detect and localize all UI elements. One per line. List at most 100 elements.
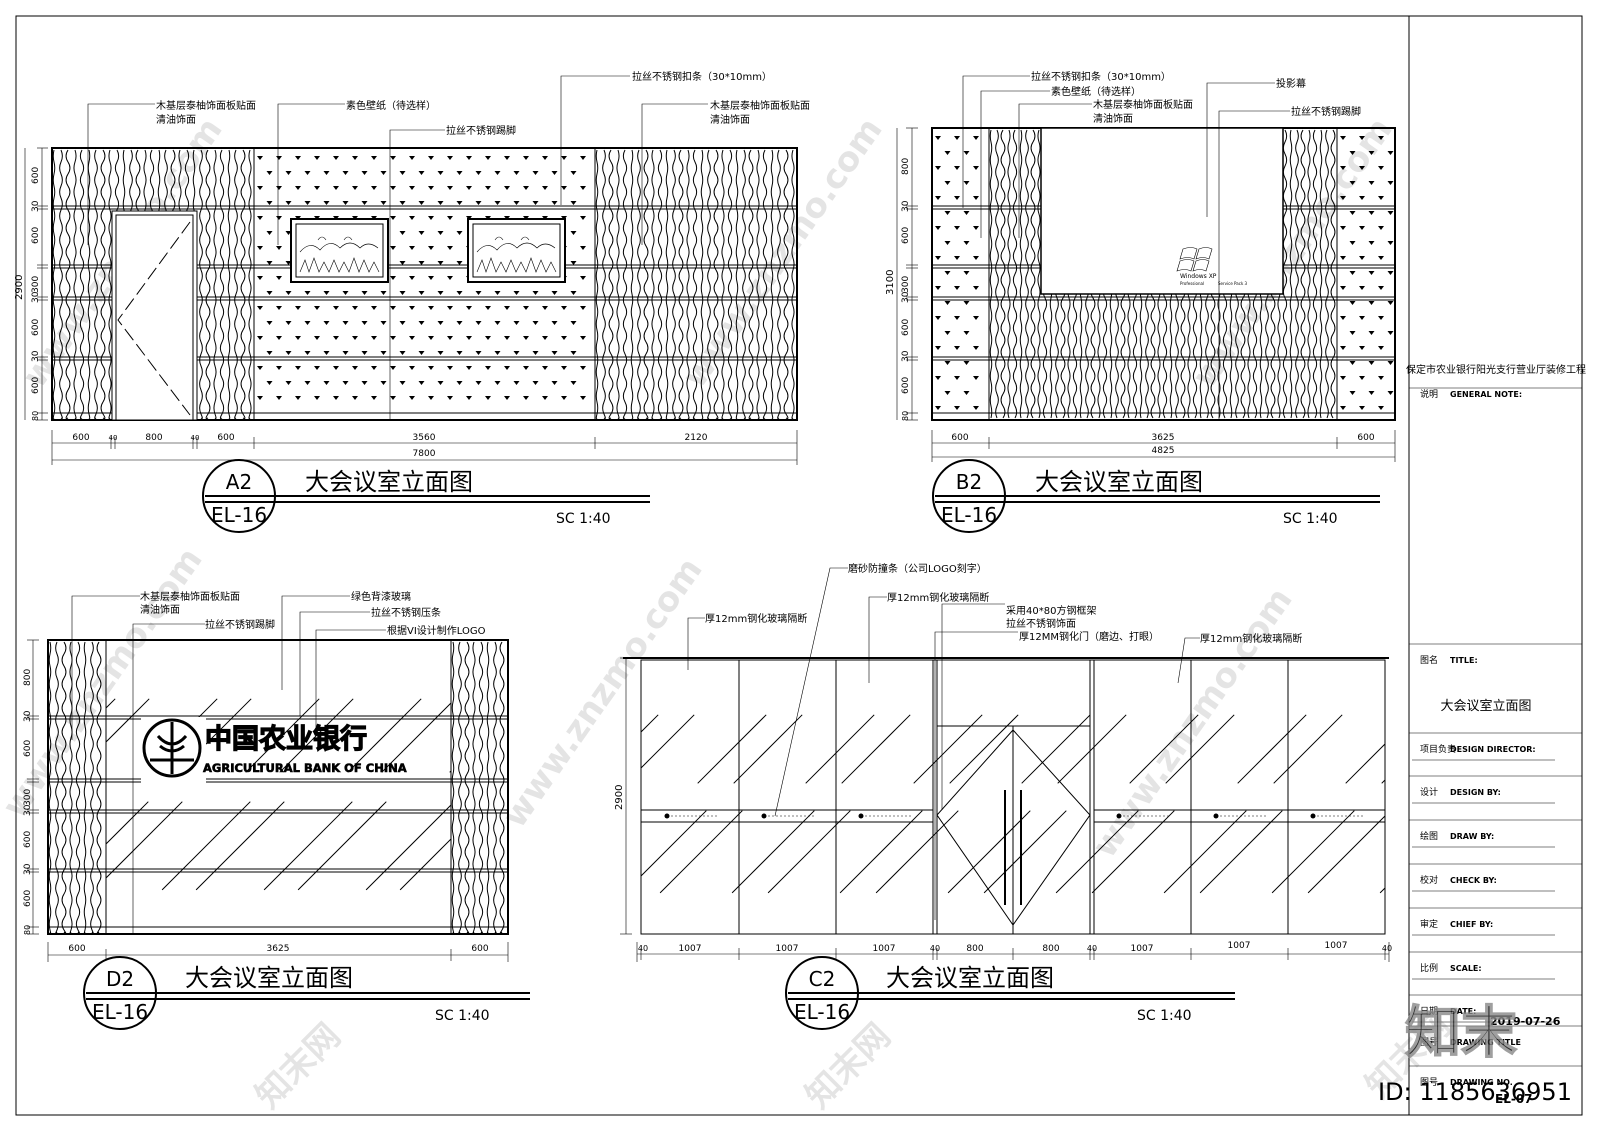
a2-dim-side: 600 — [31, 377, 41, 394]
wallpaper-dot — [1387, 331, 1394, 335]
d2-tag-bottom: EL-16 — [92, 1000, 148, 1024]
wallpaper-dot — [333, 336, 339, 340]
wallpaper-dot — [266, 231, 273, 235]
wood-grain-stroke — [735, 149, 739, 419]
wallpaper-dot — [342, 201, 349, 205]
wallpaper-dot — [580, 336, 586, 340]
wallpaper-dot — [504, 156, 510, 160]
wallpaper-dot — [954, 346, 960, 350]
wallpaper-dot — [1378, 346, 1384, 350]
wallpaper-dot — [954, 136, 960, 140]
wallpaper-dot — [485, 396, 491, 400]
wallpaper-dot — [352, 186, 358, 190]
glass-hatch-stroke — [1345, 743, 1386, 784]
wood-grain-stroke — [90, 641, 94, 935]
wallpaper-dot — [276, 156, 282, 160]
d2-leaders — [71, 595, 386, 934]
wallpaper-dot — [390, 186, 396, 190]
wallpaper-dot — [257, 306, 263, 310]
d2-dim-side: 30 — [23, 804, 33, 816]
c2-dim-bottom: 800 — [966, 944, 983, 954]
wood-grain-stroke — [727, 149, 733, 419]
wallpaper-dot — [276, 216, 282, 220]
wallpaper-dot — [352, 336, 358, 340]
wallpaper-dot — [361, 291, 368, 295]
wallpaper-dot — [257, 336, 263, 340]
c2-dim-bottom: 40 — [638, 944, 648, 953]
wood-grain-stroke — [989, 129, 993, 419]
a2-picture-left — [290, 218, 389, 283]
wallpaper-dot — [295, 396, 301, 400]
wallpaper-dot — [1378, 316, 1384, 320]
c2-dim-bottom: 800 — [1042, 944, 1059, 954]
wood-grain-stroke — [83, 641, 87, 935]
wood-grain-stroke — [52, 149, 56, 419]
b2-dim-side: 600 — [901, 227, 911, 244]
b2-dim-side: 30 — [901, 200, 911, 212]
wallpaper-dot — [523, 336, 529, 340]
wallpaper-dot — [551, 321, 558, 325]
a2-dim-side: 30 — [31, 350, 41, 362]
wallpaper-dot — [475, 201, 482, 205]
wood-grain-stroke — [75, 641, 81, 935]
wallpaper-dot — [494, 201, 501, 205]
wood-grain-stroke — [48, 641, 52, 935]
wood-grain-stroke — [1330, 129, 1336, 419]
b2-dim-side: 30 — [901, 350, 911, 362]
wallpaper-dot — [1378, 166, 1384, 170]
wallpaper-dot — [437, 201, 444, 205]
wallpaper-dot — [1340, 346, 1346, 350]
wallpaper-dot — [1368, 361, 1375, 365]
wallpaper-dot — [1387, 361, 1394, 365]
b2-screen-sp: Service Pack 3 — [1218, 281, 1248, 286]
wallpaper-dot — [532, 321, 539, 325]
b2-leaders — [962, 75, 1290, 420]
wallpaper-dot — [973, 346, 979, 350]
wallpaper-dot — [944, 241, 951, 245]
wallpaper-dot — [399, 261, 406, 265]
wood-grain-stroke — [234, 149, 238, 419]
glass-hatch-stroke — [640, 714, 659, 733]
wallpaper-dot — [418, 321, 425, 325]
wallpaper-dot — [437, 291, 444, 295]
wallpaper-dot — [1340, 256, 1346, 260]
wallpaper-dot — [513, 201, 520, 205]
wallpaper-dot — [399, 381, 406, 385]
wallpaper-dot — [409, 336, 415, 340]
wallpaper-dot — [973, 376, 979, 380]
d2-label-green-glass: 绿色背漆玻璃 — [351, 590, 411, 603]
wallpaper-dot — [973, 166, 979, 170]
wallpaper-dot — [456, 321, 463, 325]
wallpaper-dot — [1340, 196, 1346, 200]
wallpaper-dot — [494, 351, 501, 355]
wallpaper-dot — [437, 381, 444, 385]
c2-view-tag: C2 EL-16 大会议室立面图 SC 1:40 — [785, 956, 1235, 1030]
wallpaper-dot — [333, 306, 339, 310]
wallpaper-dot — [954, 166, 960, 170]
wood-grain-stroke — [73, 149, 77, 419]
wallpaper-dot — [485, 156, 491, 160]
wallpaper-dot — [428, 216, 434, 220]
wallpaper-dot — [1368, 181, 1375, 185]
wallpaper-dot — [1359, 196, 1365, 200]
wallpaper-dot — [523, 186, 529, 190]
wallpaper-dot — [323, 321, 330, 325]
glass-hatch-stroke — [105, 698, 116, 709]
wallpaper-dot — [390, 366, 396, 370]
b2-dim-total: 4825 — [1152, 446, 1175, 456]
wood-grain-stroke — [94, 149, 98, 419]
c2-glass-hatch — [640, 714, 1386, 894]
wallpaper-dot — [276, 336, 282, 340]
wallpaper-dot — [314, 186, 320, 190]
glass-hatch-stroke — [983, 810, 1067, 894]
d2-label-bead: 拉丝不锈钢压条 — [371, 606, 441, 619]
wallpaper-dot — [1349, 331, 1356, 335]
a2-dim-side: 30 — [31, 291, 41, 303]
glass-hatch-stroke — [640, 810, 707, 877]
wallpaper-dot — [504, 306, 510, 310]
wallpaper-dot — [276, 246, 282, 250]
wallpaper-dot — [1378, 286, 1384, 290]
abc-logo-icon — [141, 717, 206, 785]
wallpaper-dot — [1368, 391, 1375, 395]
wood-grain-stroke — [783, 149, 789, 419]
